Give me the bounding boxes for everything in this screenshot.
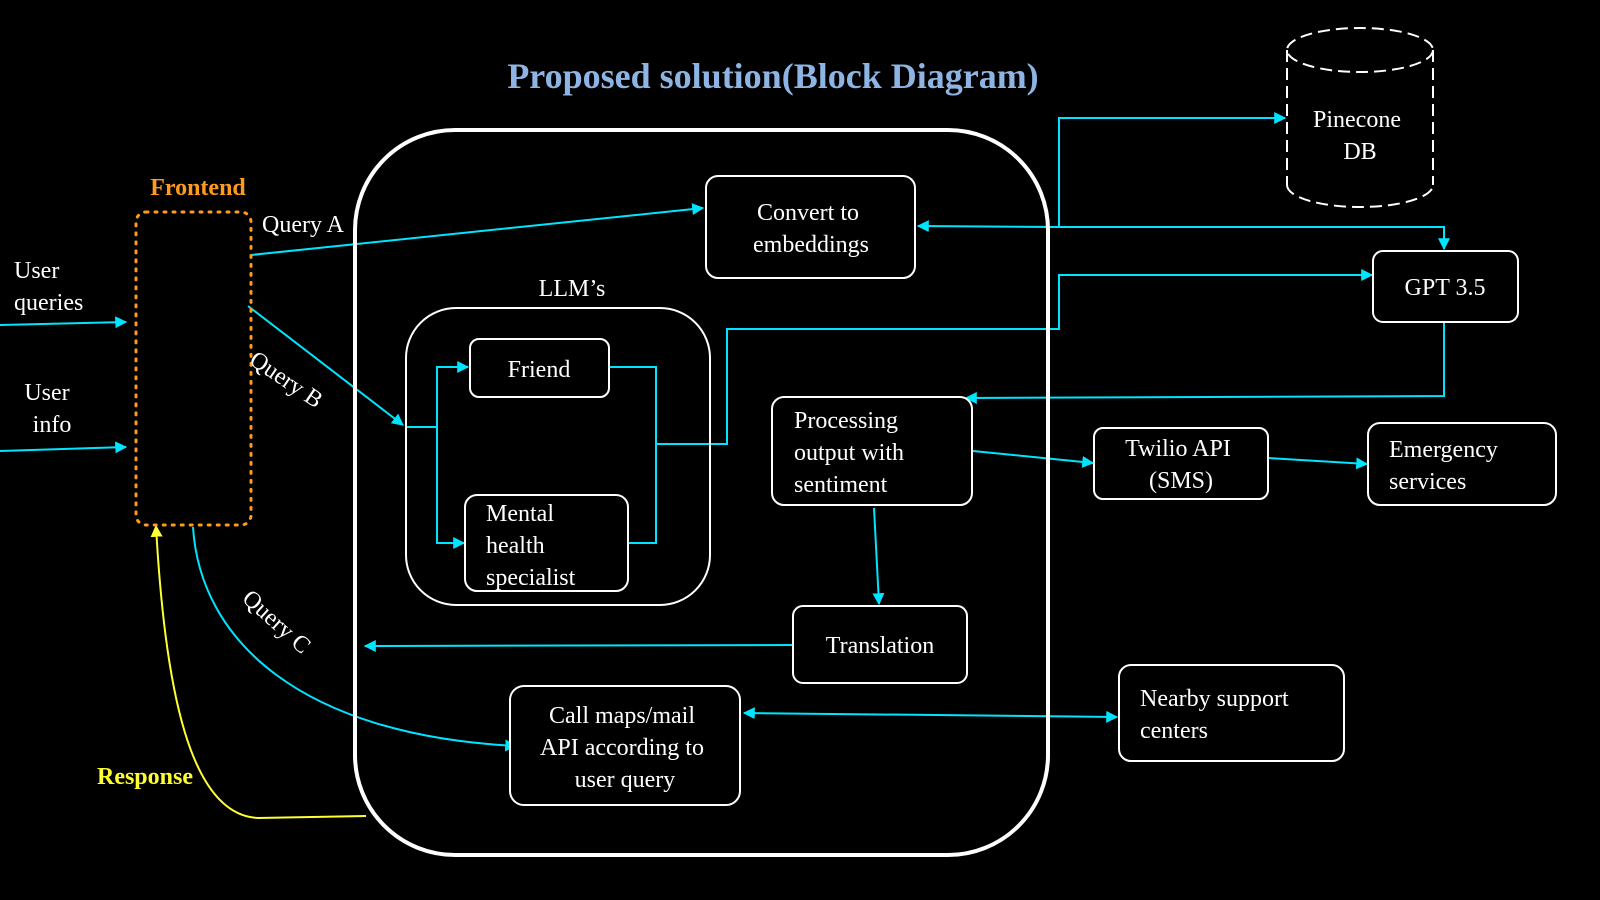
user-queries-arrow: [0, 316, 128, 329]
translation-output-arrow: [363, 639, 793, 652]
gpt-text: GPT 3.5: [1405, 275, 1486, 301]
pinecone-db: [1286, 27, 1434, 208]
processing-text: Processing output with sentiment: [794, 408, 910, 498]
llm-split-connector: [406, 361, 470, 428]
llms-label: LLM’s: [539, 276, 606, 302]
twilio-text: Twilio API (SMS): [1125, 436, 1237, 494]
response-arrow: [150, 524, 367, 820]
query-a-label: Query A: [262, 212, 345, 238]
query-b-arrow: [247, 305, 404, 426]
callmaps-box: [509, 685, 741, 806]
gpt-to-processing-arrow: [964, 322, 1445, 404]
diagram-title: Proposed solution(Block Diagram): [507, 56, 1038, 96]
convert-embeddings-box: [705, 175, 916, 279]
processing-to-twilio-arrow: [972, 450, 1095, 468]
emergency-box: [1367, 422, 1557, 506]
friend-box: [469, 338, 610, 398]
nearby-text: Nearby support centers: [1140, 686, 1295, 744]
user-info-arrow: [0, 441, 128, 454]
emergency-text: Emergency services: [1389, 437, 1504, 495]
convert-embeddings-text: Convert to embeddings: [753, 200, 869, 258]
llm-container: [405, 307, 711, 606]
processing-to-translation-arrow: [872, 507, 885, 606]
frontend-label: Frontend: [150, 175, 246, 201]
translation-text: Translation: [826, 633, 934, 659]
friend-text: Friend: [508, 357, 571, 383]
callmaps-text: Call maps/mail API according to user que…: [540, 703, 710, 793]
gpt-box: [1372, 250, 1519, 323]
query-c-arrow: [192, 526, 518, 752]
query-a-arrow: [250, 203, 705, 256]
twilio-box: [1093, 427, 1269, 500]
query-c-label: Query C: [237, 585, 315, 659]
llm-split-connector-lower: [436, 427, 466, 549]
callmaps-nearby-arrow: [742, 707, 1119, 723]
twilio-to-emergency-arrow: [1267, 457, 1369, 470]
processing-box: [771, 396, 973, 506]
convert-to-gpt-arrow: [1059, 226, 1450, 251]
friend-out-connector: [609, 366, 657, 544]
pinecone-arrow: [1058, 112, 1287, 227]
translation-box: [792, 605, 968, 684]
nearby-box: [1118, 664, 1345, 762]
response-label: Response: [97, 764, 193, 790]
convert-gpt-arrow: [916, 220, 1060, 233]
user-info-label: User info: [24, 380, 75, 438]
pinecone-text: Pinecone DB: [1313, 107, 1407, 165]
frontend-box: [134, 210, 253, 527]
backend-container: [353, 128, 1050, 857]
user-queries-label: User queries: [14, 258, 83, 316]
llm-to-gpt-arrow: [656, 269, 1374, 445]
mental-health-box: [464, 494, 629, 592]
mental-health-text: Mental health specialist: [486, 501, 576, 591]
